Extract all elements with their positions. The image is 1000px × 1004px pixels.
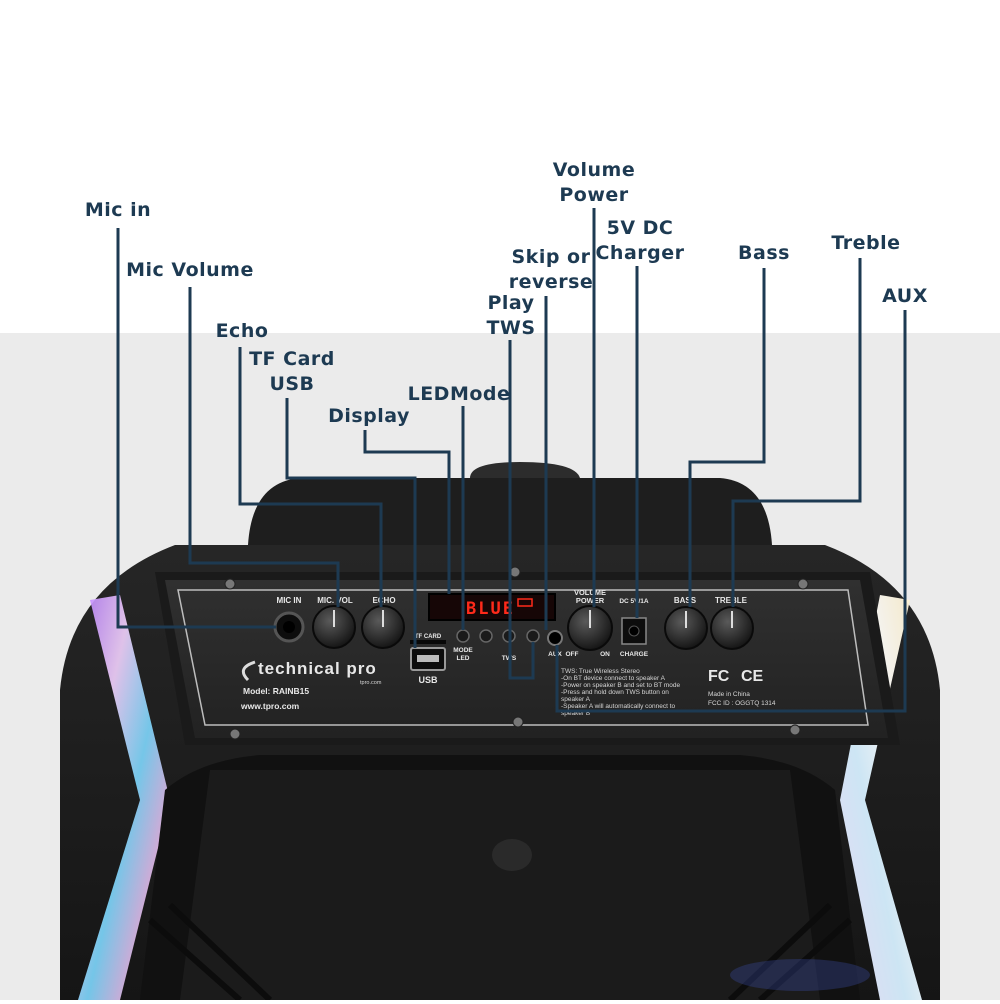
panel-label-tf-card: TF CARD [415,634,442,640]
leader-tf-usb [285,398,417,648]
panel-label-aux: AUX [548,651,562,658]
callout-text: Treble [831,232,901,254]
callout-text: Display [328,405,410,427]
aux-jack [547,630,563,646]
callout-text: Skip or [511,246,591,268]
callout-text: Power [559,184,629,206]
fcc-id-label: FCC ID : OGGTQ 1314 [708,700,776,707]
tws-line: speaker A [561,696,591,703]
callout-text: reverse [508,271,594,293]
speaker-baffle [180,770,820,1000]
panel-label-echo: ECHO [372,596,395,605]
callout-text: AUX [882,285,928,307]
panel-label-bass: BASS [674,596,697,605]
callout-text: Volume [552,159,636,181]
panel-label-volume: VOLUME [574,588,606,597]
panel-label-off: OFF [566,651,579,658]
leader-lines [116,208,907,713]
panel-label-on: ON [600,651,610,658]
panel-label-power: POWER [576,596,605,605]
mic-jack-hole [283,621,295,633]
callout-bass: Bass [724,241,804,266]
tws-line: -On BT device connect to speaker A [561,675,666,682]
made-in-label: Made in China [708,691,750,698]
usb-port-tongue [417,655,439,662]
leader-mic-in [116,228,276,629]
callout-volume-power: Volume Power [548,158,640,208]
dc-jack-hole [628,625,640,637]
callout-play-tws: Play TWS [478,291,544,341]
panel-label-dc: DC 5V/1A [619,598,649,605]
callout-mic-in: Mic in [68,198,168,223]
callout-text: Play [487,292,535,314]
panel-label-mode: MODE [453,647,473,654]
tws-line: -Power on speaker B and set to BT mode [561,682,680,689]
tf-card-slot [410,640,446,644]
callout-mic-volume: Mic Volume [124,258,256,283]
tws-instructions: TWS: True Wireless Stereo -On BT device … [561,668,680,717]
handle-grip [470,462,580,478]
callout-treble: Treble [822,231,910,256]
volume-knob [567,605,613,651]
center-bump [492,839,532,871]
echo-knob [361,605,405,649]
tws-line: -Speaker A will automatically connect to [561,703,676,710]
grille-bars [148,902,852,1003]
panel-label-charge: CHARGE [620,651,649,658]
callout-text: Charger [595,242,685,264]
callout-text: TWS [486,317,536,339]
callout-aux: AUX [870,284,940,309]
callout-text: Mic in [84,199,152,221]
callout-text: Bass [738,242,790,264]
treble-knob [710,606,754,650]
led-strip-left [78,595,170,1000]
leader-aux [555,310,907,713]
panel-label-mic-vol: MIC. VOL [317,596,353,605]
leader-mic-volume [188,287,340,607]
ce-mark: CE [741,668,764,685]
tws-line: TWS: True Wireless Stereo [561,668,640,675]
callout-skip-reverse: Skip or reverse [502,245,600,295]
panel-screws [224,566,809,740]
brand-url: tpro.com [360,680,382,686]
callout-display: Display [321,404,417,429]
panel-label-usb: USB [418,675,438,685]
bass-knob [664,606,708,650]
panel-label-mic-in: MIC IN [277,596,302,605]
leader-treble [731,258,862,607]
leader-bass [688,268,766,607]
mic-volume-knob [312,605,356,649]
led-display [428,593,556,621]
tws-line: -Press and hold down TWS button on [561,689,669,696]
callout-led-mode: LEDMode [404,382,514,407]
leader-tws-bracket [508,642,535,680]
leader-display [363,430,451,594]
callout-tf-card-usb: TF Card USB [236,347,348,397]
callout-dc-charger: 5V DC Charger [594,216,686,266]
callout-text: LEDMode [407,383,511,405]
leader-echo [238,347,383,607]
panel-outline [177,589,869,726]
blue-glow [730,959,870,991]
callout-text: 5V DC [606,217,674,239]
callout-text: Mic Volume [126,259,254,281]
callout-echo: Echo [202,319,282,344]
callout-text: TF Card [249,348,335,370]
battery-indicator [517,598,533,607]
fc-mark: FC [708,668,730,685]
brand-swoosh [241,660,256,682]
panel-label-led: LED [457,655,470,662]
website-label: www.tpro.com [240,701,300,711]
control-buttons [456,629,540,643]
tws-line: speaker B [561,710,590,717]
callout-text: Echo [215,320,269,342]
panel-label-treble: TREBLE [715,596,748,605]
display-text: BLUE [466,599,515,619]
model-label: Model: RAINB15 [243,686,309,696]
callout-text: USB [269,373,315,395]
brand-logo: technical pro [258,659,377,678]
